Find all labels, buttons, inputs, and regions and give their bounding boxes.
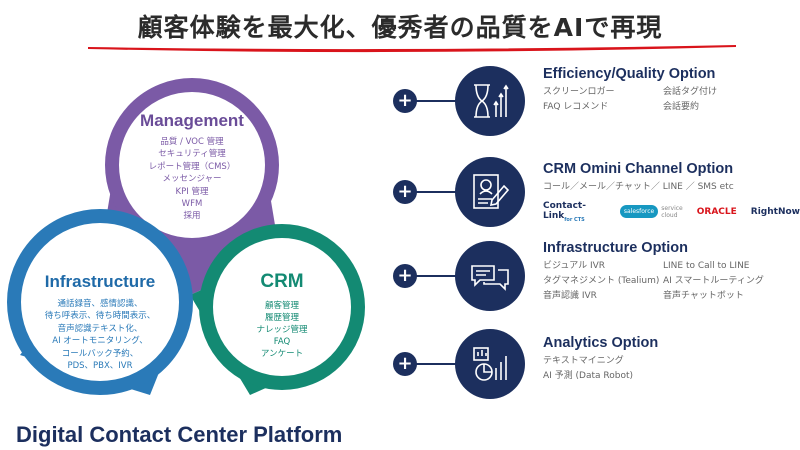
list-item: 通話録音、感情認識、 — [57, 299, 143, 309]
option-item: FAQ レコメンド — [543, 102, 609, 112]
option-title: Infrastructure Option — [543, 240, 689, 256]
hourglass-growth-icon — [455, 66, 525, 136]
option-item: 会話要約 — [663, 102, 700, 112]
list-item: 顧客管理 — [264, 301, 299, 311]
rightnow-logo: RightNow — [750, 206, 800, 217]
list-item: KPI 管理 — [175, 186, 209, 197]
profile-document-pen-icon — [455, 157, 525, 227]
option-item: コール／メール／チャット／ LINE ／ SMS etc — [543, 182, 734, 192]
platform-title: Digital Contact Center Platform — [16, 422, 343, 447]
option-item: ビジュアル IVR — [543, 261, 606, 271]
chat-bubbles-icon — [455, 241, 525, 311]
list-item: 品質 / VOC 管理 — [160, 137, 224, 147]
list-item: コールバック予約、 — [61, 348, 139, 359]
connector-line — [415, 275, 460, 277]
plus-icon: + — [393, 89, 417, 113]
connector-line — [415, 363, 460, 365]
option-crm-omni-channel: CRM Omini Channel Option コール／メール／チャット／ L… — [543, 161, 800, 223]
option-item: 会話タグ付け — [663, 87, 718, 97]
plus-icon: + — [393, 180, 417, 204]
crm-list: 顧客管理 履歴管理 ナレッジ管理 FAQ アンケート — [222, 300, 342, 360]
option-item: 音声チャットボット — [663, 291, 744, 301]
option-analytics: Analytics Option テキストマイニング AI 予測 (Data R… — [543, 335, 658, 384]
partner-logos: Contact-Linkfor CTS salesforce service c… — [543, 201, 800, 223]
option-item: テキストマイニング — [543, 356, 624, 366]
option-item: タグマネジメント (Tealium) — [543, 276, 660, 286]
infrastructure-list: 通話録音、感情認識、 待ち呼表示、待ち時間表示、 音声認識テキスト化、 AI オ… — [20, 298, 180, 372]
red-underline — [88, 45, 736, 53]
plus-icon: + — [393, 352, 417, 376]
slide-title: 顧客体験を最大化、優秀者の品質をAIで再現 — [137, 13, 663, 42]
option-item: スクリーンロガー — [543, 87, 615, 97]
list-item: WFM — [181, 199, 203, 210]
list-item: レポート管理（CMS） — [148, 161, 236, 172]
option-title: CRM Omini Channel Option — [543, 161, 734, 177]
list-item: セキュリティ管理 — [158, 149, 226, 160]
list-item: FAQ — [273, 337, 291, 347]
management-list: 品質 / VOC 管理 セキュリティ管理 レポート管理（CMS） メッセンジャー… — [112, 136, 272, 223]
list-item: AI オートモニタリング、 — [52, 336, 148, 347]
option-item: AI 予測 (Data Robot) — [543, 371, 634, 381]
management-title: Management — [140, 111, 244, 130]
list-item: 履歴管理 — [264, 313, 299, 323]
list-item: アンケート — [260, 349, 304, 359]
option-infrastructure: Infrastructure Option ビジュアル IVR LINE to … — [543, 240, 783, 304]
list-item: 採用 — [183, 211, 201, 222]
option-title: Analytics Option — [543, 335, 659, 351]
option-item: LINE to Call to LINE — [663, 261, 750, 271]
list-item: PDS、PBX、IVR — [67, 361, 133, 372]
connector-line — [415, 100, 460, 102]
contact-link-logo: Contact-Linkfor CTS — [543, 201, 586, 223]
list-item: 待ち呼表示、待ち時間表示、 — [44, 311, 156, 322]
crm-title: CRM — [260, 271, 304, 292]
salesforce-logo: salesforce service cloud — [619, 205, 683, 219]
option-item: 音声認識 IVR — [543, 291, 597, 301]
plus-icon: + — [393, 264, 417, 288]
connector-line — [415, 191, 460, 193]
option-efficiency-quality: Efficiency/Quality Option スクリーンロガー 会話タグ付… — [543, 66, 783, 115]
option-title: Efficiency/Quality Option — [543, 66, 716, 82]
oracle-logo: ORACLE — [696, 206, 737, 217]
infrastructure-title: Infrastructure — [44, 272, 156, 291]
list-item: ナレッジ管理 — [256, 325, 308, 335]
option-item: AI スマートルーティング — [663, 276, 764, 286]
list-item: 音声認識テキスト化、 — [57, 323, 143, 334]
platform-diagram — [7, 78, 365, 395]
list-item: メッセンジャー — [162, 174, 222, 185]
analytics-chart-icon — [455, 329, 525, 399]
